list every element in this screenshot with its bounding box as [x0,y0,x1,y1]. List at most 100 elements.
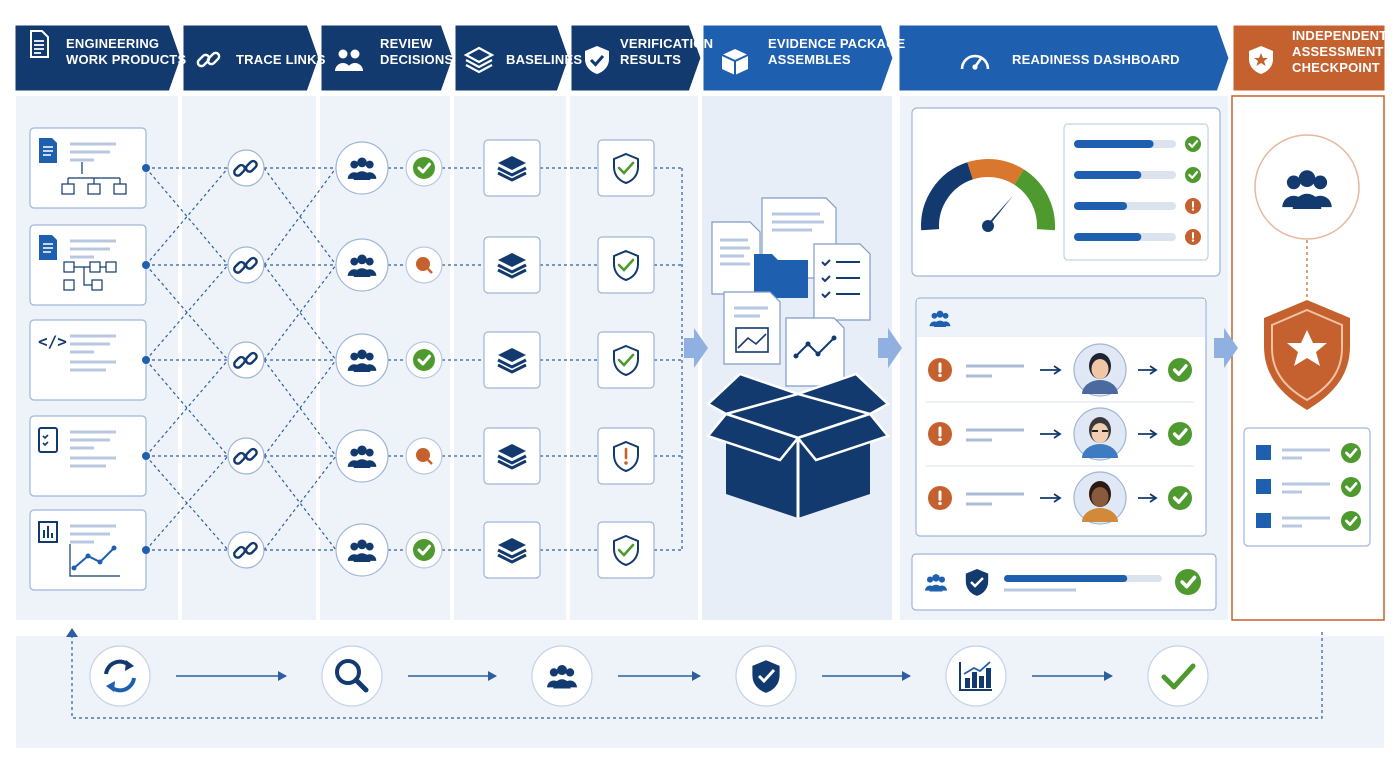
check-mark-icon [757,668,776,684]
review-status [405,246,443,284]
image-icon [735,327,769,353]
trace-link [145,455,229,551]
document-icon [30,30,49,58]
status-bar [1074,229,1201,245]
header-arrow-shape [12,22,184,94]
check-circle-icon [1185,136,1201,152]
header-arrow-shape [318,22,456,94]
bar [965,678,970,688]
review-status [405,531,443,569]
text-placeholder [70,239,116,259]
people-icon [347,349,377,372]
review-node [335,141,389,195]
text-placeholder [70,334,116,354]
status-bars-panel [1063,123,1209,261]
hierarchy-node [113,183,127,195]
readiness-gauge [921,159,1055,232]
header-trace-links: Trace Links [0,24,1400,92]
issue-row [926,401,1194,461]
review-status [405,341,443,379]
status-bar [1074,136,1201,152]
arrow-icon [1040,429,1062,439]
shield-icon [965,569,989,596]
document-icon [785,317,845,387]
header-evidence-package: Evidence Package Assembles [0,24,1400,92]
bar [979,676,984,688]
check-circle-icon [413,539,435,561]
code-icon: </> [38,332,67,351]
checkbox-icon [1256,445,1271,460]
layers-icon [497,348,527,374]
gauge-segment [967,159,1024,185]
layers-icon [497,538,527,564]
line-chart-axes [69,544,120,577]
cycle-step [89,645,151,707]
work-product-card [29,127,150,209]
box-icon [705,372,891,518]
hierarchy-icon [67,162,121,184]
hierarchy-node [87,183,101,195]
line-chart-point [815,351,821,357]
alert-circle-icon [928,358,952,382]
row-2 [29,224,655,306]
connector-dot [142,164,150,172]
trace-link [263,359,337,457]
text-placeholder [772,212,824,232]
document-icon [723,291,781,365]
check-circle-icon [1185,167,1201,183]
trace-link-node [227,246,265,284]
check-mark-icon [617,161,635,175]
header-baselines: Baselines [0,24,1400,92]
connector-dot [142,356,150,364]
flowchart-node [63,279,75,291]
text-placeholder [1282,482,1330,494]
arrow-icon [1040,493,1062,503]
text-placeholder [720,238,750,266]
check-circle-icon [1341,477,1361,497]
shield-icon [613,344,639,377]
row-1 [29,127,655,209]
flow-arrow [684,328,708,368]
text-placeholder [966,364,1024,378]
header-arrow-shape [896,22,1232,94]
people-icon [347,539,377,562]
cycle-arrowhead [278,671,287,681]
link-icon [233,541,258,559]
folder-icon [754,254,808,298]
box-flap [705,412,801,462]
hierarchy-node [61,183,75,195]
header-arrow-shape [452,22,572,94]
cycle-step [1147,645,1209,707]
avatar-shirt [1082,508,1118,522]
verification-card [597,331,655,389]
status-bar [1074,167,1201,183]
avatar-face [1091,487,1109,507]
bar [986,668,991,688]
feedback-cycle [16,628,1384,748]
trace-link [263,455,337,551]
image-icon-line [737,333,767,349]
cycle-arrowhead [66,628,78,637]
text-placeholder [70,360,116,372]
connector-dot [142,261,150,269]
bar-chart-icon [38,521,58,543]
check-circle-icon [1168,358,1192,382]
trend-line [963,661,991,675]
avatar [1073,471,1127,525]
cycle-step-circle [531,645,593,707]
flowchart-node [91,279,103,291]
header-label: Independent Assessment Checkpoint [1292,28,1388,75]
cycle-arrowhead [902,671,911,681]
arrow-icon [1138,365,1158,375]
shield-star-icon [1264,300,1350,410]
avatar-face [1091,359,1109,379]
check-mark-icon [617,353,635,367]
people-icon [335,49,363,71]
clipboard-icon [38,427,58,453]
line-chart-point [793,353,799,359]
header-verification-results: Verification Results [0,24,1400,92]
check-circle-icon [1341,443,1361,463]
alert-circle-icon [1185,229,1201,245]
trace-link [263,167,337,266]
shield-icon [613,152,639,185]
